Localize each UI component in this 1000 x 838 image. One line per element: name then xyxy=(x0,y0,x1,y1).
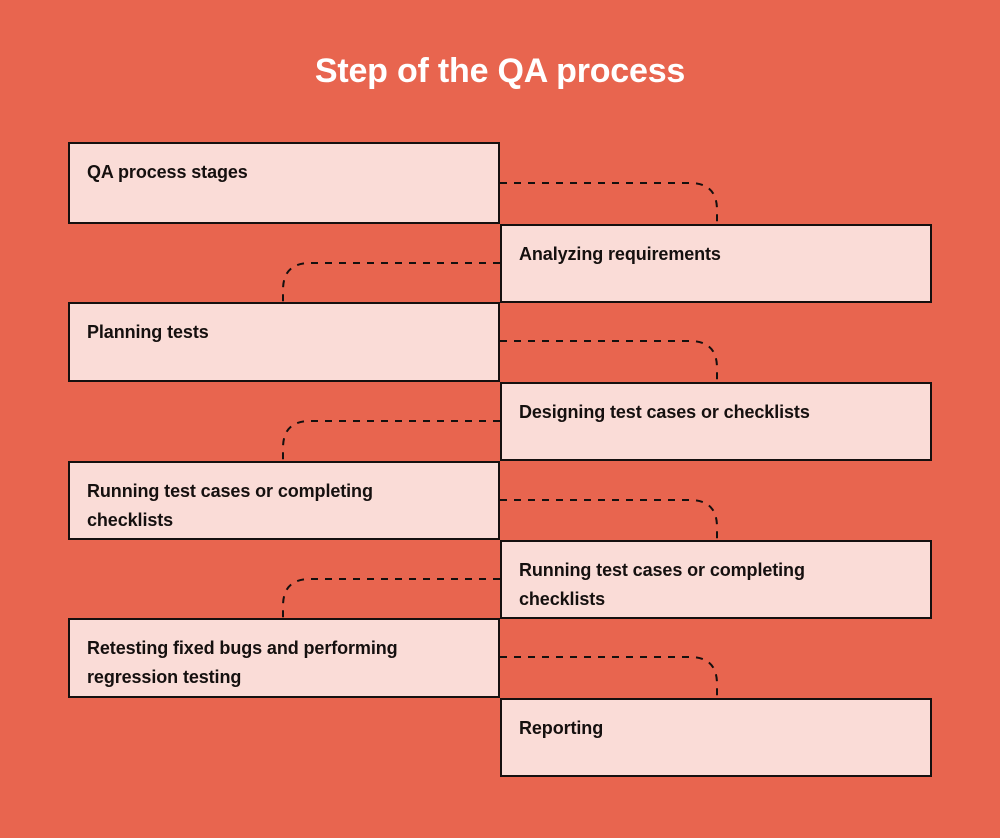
flow-node-label: Reporting xyxy=(519,718,604,738)
flow-node-label: Analyzing requirements xyxy=(519,244,721,264)
page-title: Step of the QA process xyxy=(314,52,686,90)
flow-node-left-3[interactable]: Planning tests xyxy=(68,302,500,382)
flow-node-label: Running test cases or completing checkli… xyxy=(87,481,373,530)
flow-node-left-7[interactable]: Retesting fixed bugs and performing regr… xyxy=(68,618,500,698)
flow-node-right-2[interactable]: Analyzing requirements xyxy=(500,224,932,303)
flow-node-left-5[interactable]: Running test cases or completing checkli… xyxy=(68,461,500,540)
flow-node-label: Planning tests xyxy=(87,322,209,342)
flow-node-label: Running test cases or completing checkli… xyxy=(519,560,805,609)
flow-node-right-8[interactable]: Reporting xyxy=(500,698,932,777)
flow-node-label: QA process stages xyxy=(87,162,248,182)
flow-node-right-4[interactable]: Designing test cases or checklists xyxy=(500,382,932,461)
flow-node-right-6[interactable]: Running test cases or completing checkli… xyxy=(500,540,932,619)
flow-node-label: Designing test cases or checklists xyxy=(519,402,810,422)
flow-node-label: Retesting fixed bugs and performing regr… xyxy=(87,638,398,687)
flow-node-left-1[interactable]: QA process stages xyxy=(68,142,500,224)
